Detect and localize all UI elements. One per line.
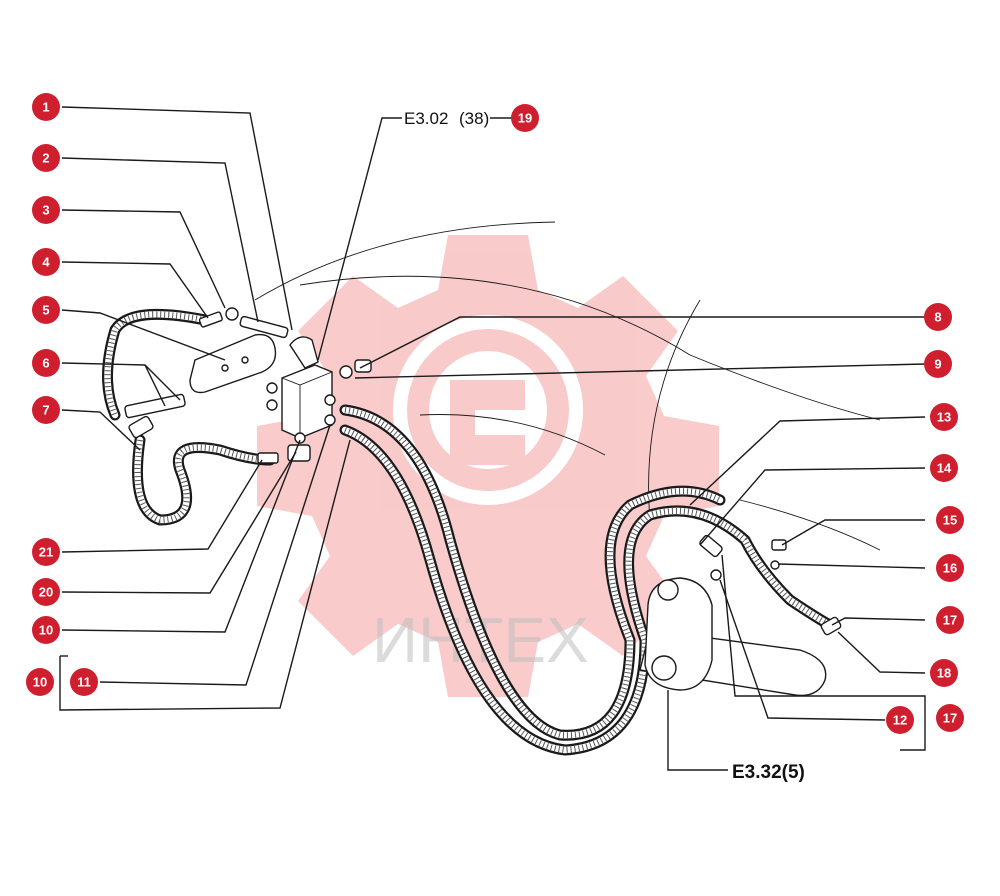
steering-cylinder	[639, 577, 827, 697]
washer	[339, 365, 353, 379]
callout-16: 16	[936, 554, 964, 582]
port	[324, 394, 336, 406]
callout-21: 21	[32, 538, 60, 566]
port	[324, 414, 336, 426]
bolt-hole	[241, 356, 249, 364]
elbow-fitting	[289, 336, 319, 369]
callout-6: 6	[32, 349, 60, 377]
hose-long-a	[339, 404, 726, 741]
svg-text:14: 14	[937, 461, 952, 476]
fitting	[239, 315, 289, 339]
washer	[294, 432, 306, 444]
fitting	[257, 452, 279, 464]
fitting	[699, 534, 723, 558]
svg-text:15: 15	[943, 513, 957, 528]
svg-text:1: 1	[42, 100, 49, 115]
bolt	[198, 311, 223, 328]
callout-4: 4	[32, 248, 60, 276]
svg-text:8: 8	[934, 310, 941, 325]
callout-3: 3	[32, 196, 60, 224]
callout-15: 15	[936, 506, 964, 534]
svg-text:3: 3	[42, 203, 49, 218]
hose-long-b	[339, 424, 836, 756]
callout-10-group: 10	[26, 668, 54, 696]
callout-10: 10	[32, 616, 60, 644]
body-outline	[739, 499, 881, 551]
callout-8: 8	[924, 303, 952, 331]
svg-text:20: 20	[39, 585, 53, 600]
svg-text:2: 2	[42, 151, 49, 166]
washer	[710, 569, 722, 581]
bolt-head	[651, 655, 677, 681]
elbow-adapter	[128, 415, 154, 439]
body-outline	[419, 414, 606, 456]
bracket-plate	[189, 333, 277, 394]
svg-text:9: 9	[934, 357, 941, 372]
svg-text:17: 17	[943, 711, 957, 726]
reference-top-code: E3.02	[404, 109, 448, 128]
bolt-head	[657, 579, 679, 601]
washer	[225, 307, 239, 321]
callout-9: 9	[924, 350, 952, 378]
watermark-gear-logo	[257, 235, 719, 697]
svg-text:17: 17	[943, 613, 957, 628]
callout-7: 7	[32, 396, 60, 424]
callout-17: 17	[936, 606, 964, 634]
body-outline	[299, 275, 881, 421]
adapter-fittings	[124, 393, 186, 419]
svg-text:16: 16	[943, 561, 957, 576]
reference-top-qty: (38)	[459, 109, 489, 128]
svg-text:10: 10	[33, 675, 47, 690]
reference-bottom: E3.32(5)	[732, 762, 805, 783]
body-outline	[254, 221, 556, 301]
bolt-hole	[221, 364, 229, 372]
valve-block	[281, 364, 333, 439]
svg-text:4: 4	[42, 255, 50, 270]
svg-text:11: 11	[77, 675, 91, 690]
callout-1: 1	[32, 93, 60, 121]
plug	[771, 539, 787, 551]
svg-text:12: 12	[893, 713, 907, 728]
port	[266, 399, 278, 411]
callout-14: 14	[930, 454, 958, 482]
callout-17-group: 17	[936, 704, 964, 732]
leader-lines	[59, 106, 926, 771]
callout-2: 2	[32, 144, 60, 172]
svg-text:21: 21	[39, 545, 53, 560]
svg-text:10: 10	[39, 623, 53, 638]
svg-text:18: 18	[937, 666, 951, 681]
callout-18: 18	[930, 659, 958, 687]
washer	[770, 560, 780, 570]
svg-text:13: 13	[937, 410, 951, 425]
callout-12: 12	[886, 706, 914, 734]
hose-left-lower	[132, 434, 276, 526]
svg-text:5: 5	[42, 303, 49, 318]
svg-text:6: 6	[42, 356, 49, 371]
callout-19: 19	[511, 104, 539, 132]
callout-5: 5	[32, 296, 60, 324]
port	[266, 382, 278, 394]
callout-20: 20	[32, 578, 60, 606]
callout-13: 13	[930, 403, 958, 431]
callout-11: 11	[70, 668, 98, 696]
hose-left-upper	[102, 308, 211, 421]
svg-text:19: 19	[518, 111, 532, 126]
svg-text:7: 7	[42, 403, 49, 418]
body-outline	[648, 299, 701, 521]
